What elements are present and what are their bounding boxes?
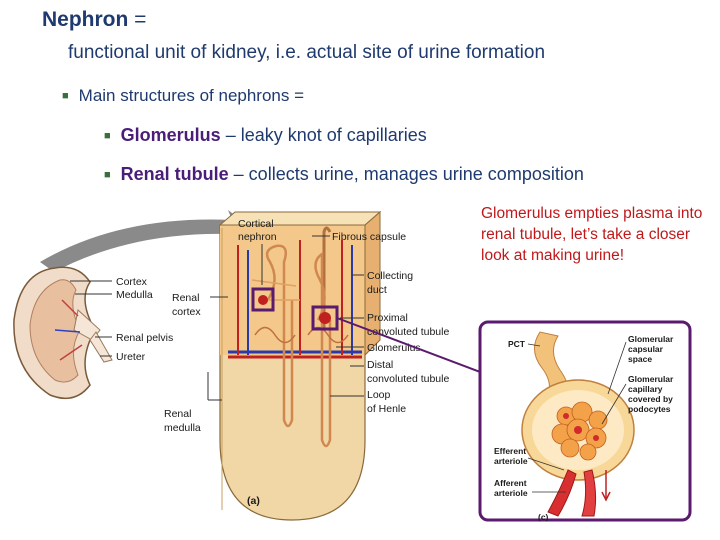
label-capillary-1: Glomerular	[628, 374, 674, 384]
bullet-square-icon: ■	[104, 130, 111, 142]
label-cortical-nephron-1: Cortical	[238, 218, 274, 230]
label-loop-henle-2: of Henle	[367, 403, 406, 415]
panel-c-label: (c)	[538, 512, 549, 522]
label-efferent-1: Efferent	[494, 446, 526, 456]
label-proximal-1: Proximal	[367, 312, 408, 324]
main-bullet: ■Main structures of nephrons =	[62, 86, 305, 105]
label-proximal-2: convoluted tubule	[367, 326, 449, 338]
sub-bullet-glomerulus: ■Glomerulus – leaky knot of capillaries	[104, 125, 427, 145]
zoom-arrow-icon	[40, 210, 252, 272]
kidney-illustration	[13, 266, 113, 400]
label-afferent-2: arteriole	[494, 488, 528, 498]
label-capillary-3: covered by	[628, 394, 673, 404]
glomerulus-note: Glomerulus empties plasma into renal tub…	[481, 205, 703, 264]
label-distal-2: convoluted tubule	[367, 373, 449, 385]
label-capsular-space-1: Glomerular	[628, 334, 674, 344]
nephron-definition: functional unit of kidney, i.e. actual s…	[68, 42, 546, 63]
label-cortex: Cortex	[116, 276, 148, 288]
label-fibrous-capsule: Fibrous capsule	[332, 231, 406, 243]
label-glomerulus: Glomerulus	[367, 342, 421, 354]
label-medulla: Medulla	[116, 289, 153, 301]
panel-a-label: (a)	[247, 495, 260, 507]
label-capsular-space-3: space	[628, 354, 652, 364]
label-capillary-2: capillary	[628, 384, 663, 394]
renal-corpuscle-diagram-c: PCT Glomerular capsular space Glomerular…	[478, 320, 692, 522]
label-cortical-nephron-2: nephron	[238, 231, 277, 243]
label-loop-henle-1: Loop	[367, 389, 391, 401]
label-renal-pelvis: Renal pelvis	[116, 332, 173, 344]
nephron-diagram-a: Cortex Medulla Renal pelvis Ureter Renal…	[13, 210, 480, 521]
label-renal-cortex-1: Renal	[172, 292, 199, 304]
label-renal-cortex-2: cortex	[172, 306, 201, 318]
label-capsular-space-2: capsular	[628, 344, 664, 354]
slide-title: Nephron =	[42, 8, 147, 31]
label-distal-1: Distal	[367, 359, 393, 371]
glomerulus-highlight-box-1	[251, 287, 275, 312]
bullet-square-icon: ■	[62, 90, 69, 102]
sub-bullet-renal-tubule: ■Renal tubule – collects urine, manages …	[104, 164, 584, 184]
label-ureter: Ureter	[116, 351, 146, 363]
label-renal-medulla-2: medulla	[164, 422, 201, 434]
label-pct: PCT	[508, 339, 526, 349]
label-efferent-2: arteriole	[494, 456, 528, 466]
kidney-section-block	[218, 210, 382, 521]
label-collecting-duct-2: duct	[367, 284, 387, 296]
label-collecting-duct-1: Collecting	[367, 270, 413, 282]
label-renal-medulla-1: Renal	[164, 408, 191, 420]
label-afferent-1: Afferent	[494, 478, 527, 488]
label-capillary-4: podocytes	[628, 404, 671, 414]
bullet-square-icon: ■	[104, 169, 111, 181]
